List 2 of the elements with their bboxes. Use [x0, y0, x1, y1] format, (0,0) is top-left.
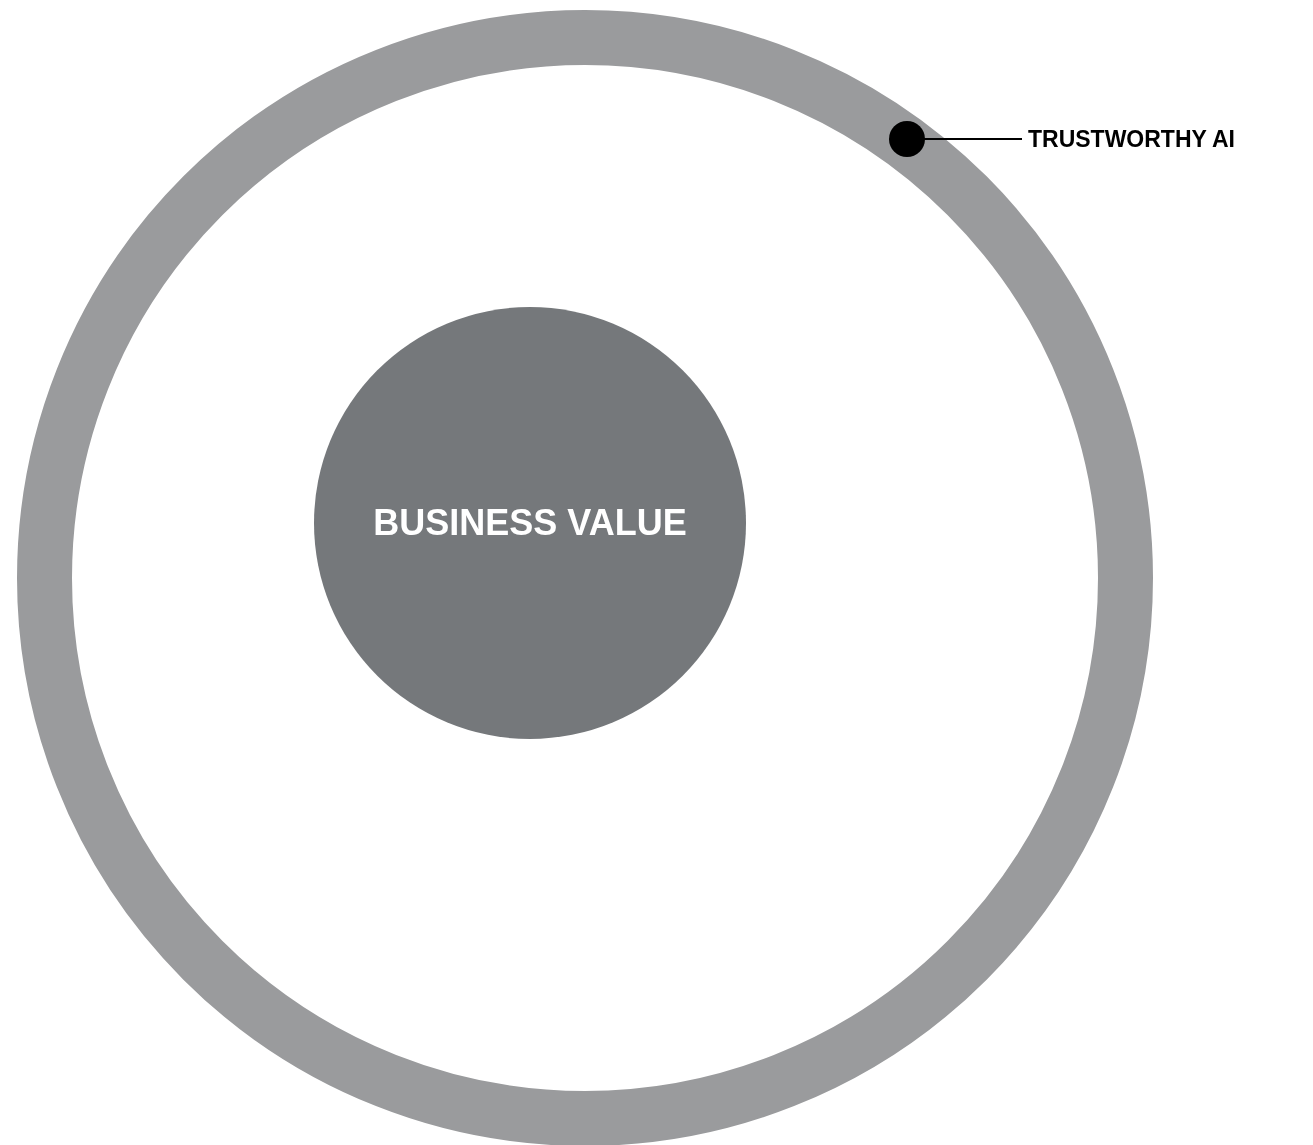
- callout-label: TRUSTWORTHY AI: [1028, 124, 1235, 154]
- leader-line: [889, 121, 1023, 157]
